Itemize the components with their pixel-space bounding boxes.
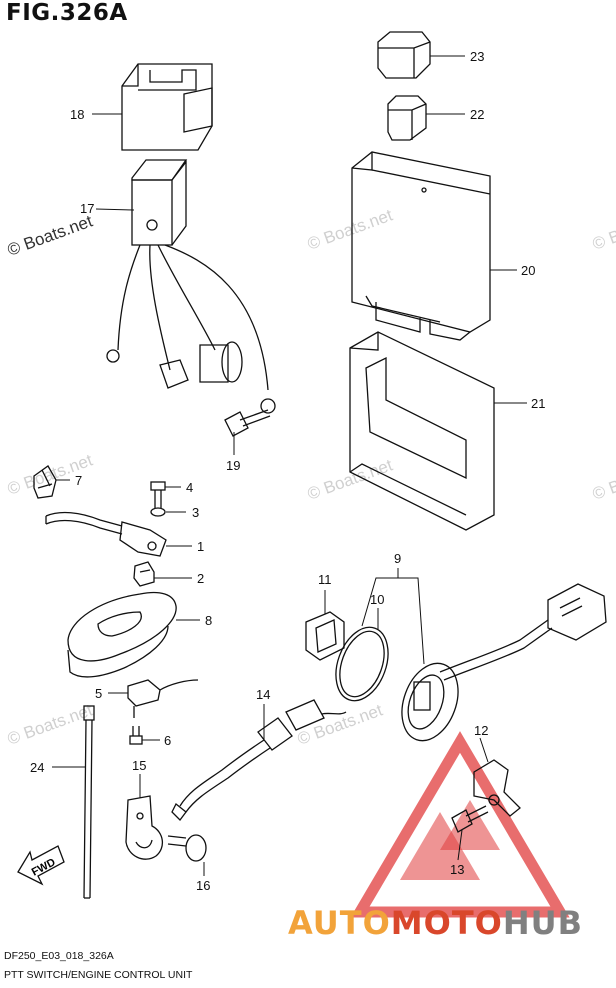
brand-logo-text: AUTOMOTOHUB [288,904,583,942]
watermark: © Boats.net [590,455,616,503]
callout-22: 22 [470,107,484,122]
part-5-trim-switch [127,679,199,718]
callout-numbers: 18 17 19 23 22 20 21 7 4 3 1 2 8 5 6 24 … [30,49,545,893]
callout-12: 12 [474,723,488,738]
part-17-relay-harness [106,159,276,414]
callout-14: 14 [256,687,270,702]
callout-23: 23 [470,49,484,64]
callout-21: 21 [531,396,545,411]
part-2-plunger [133,561,155,587]
part-7-clip [33,465,57,499]
callout-4: 4 [186,480,193,495]
callout-13: 13 [450,862,464,877]
leader-lines [52,55,527,876]
watermark: © Boats.net [5,700,95,748]
brand-part-auto: AUTO [288,904,391,942]
part-14-harness [171,699,347,821]
brand-part-hub: HUB [502,904,584,942]
part-10-o-ring [335,626,389,702]
callout-11: 11 [318,572,332,587]
part-4-screw [150,481,166,508]
callout-10: 10 [370,592,384,607]
part-13-screw [451,805,489,833]
callout-19: 19 [226,458,240,473]
fwd-arrow-icon: FWD [17,845,65,886]
part-9-switch-connector [401,583,607,742]
part-8-switch-housing [67,591,177,678]
callout-18: 18 [70,107,84,122]
callout-9: 9 [394,551,401,566]
part-12-sensor [473,759,521,817]
watermark: © Boats.net [590,205,616,253]
callout-5: 5 [95,686,102,701]
figure-title: FIG.326A [6,0,128,26]
callout-6: 6 [164,733,171,748]
part-16-bolt [167,834,207,862]
part-15-clamp [125,795,163,860]
part-24-cable-tie [83,705,95,899]
part-3-washer [150,507,166,517]
part-18-relay-cover [121,63,213,151]
callout-24: 24 [30,760,44,775]
watermark: © Boats.net [305,205,395,253]
brand-triangle-logo [350,731,570,918]
part-1-ptt-switch [45,511,167,557]
callout-2: 2 [197,571,204,586]
part-11-ring [305,611,345,661]
part-21-ecu-cover [349,331,495,531]
part-6-screw [129,726,143,745]
part-19-bolt [224,409,271,437]
callout-8: 8 [205,613,212,628]
callout-1: 1 [197,539,204,554]
part-22-relay [387,95,427,141]
callout-3: 3 [192,505,199,520]
watermark: © Boats.net [5,211,95,259]
callout-20: 20 [521,263,535,278]
callout-16: 16 [196,878,210,893]
callout-17: 17 [80,201,94,216]
figure-code: DF250_E03_018_326A [4,950,114,962]
callout-7: 7 [75,473,82,488]
figure-caption: PTT SWITCH/ENGINE CONTROL UNIT [4,969,193,981]
callout-15: 15 [132,758,146,773]
part-23-relay [377,31,431,79]
part-20-engine-control-unit [351,151,491,341]
brand-part-moto: MOTO [390,904,503,942]
